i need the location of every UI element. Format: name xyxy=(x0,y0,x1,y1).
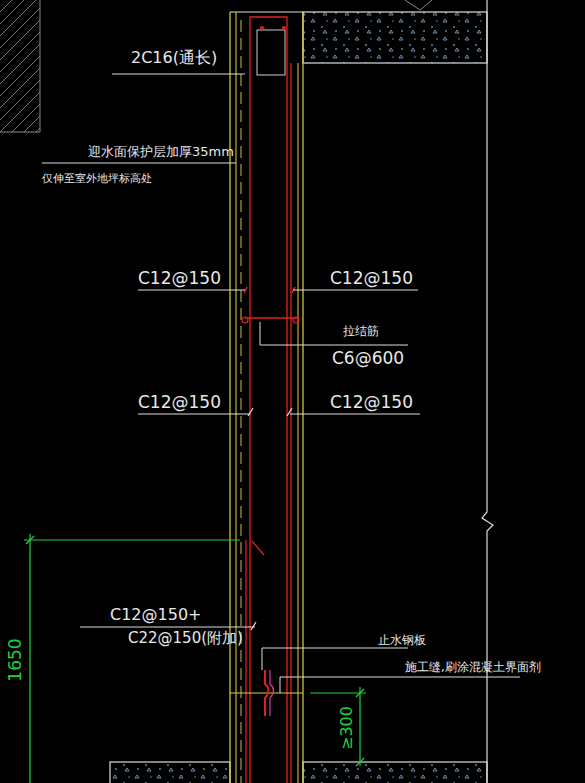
top-bar xyxy=(282,26,286,30)
rebar xyxy=(250,17,287,783)
dimension-text: 1650 xyxy=(7,636,24,683)
hatch-region xyxy=(0,0,40,132)
slab xyxy=(303,12,487,63)
leader-lines xyxy=(42,74,520,693)
annotation: 2C16(通长) xyxy=(131,50,217,66)
annotation: 仅伸至室外地坪标高处 xyxy=(42,173,152,184)
tie-bar-hook xyxy=(242,317,248,323)
annotation: C12@150+ xyxy=(110,607,201,623)
wall-face xyxy=(298,63,299,783)
top-bar xyxy=(260,26,264,30)
slab-edge xyxy=(230,11,303,12)
annotation: C12@150 xyxy=(138,394,221,411)
rebar-end xyxy=(252,541,264,555)
dimension-lines xyxy=(24,534,366,783)
dimension-text: ≥300 xyxy=(339,704,355,752)
top-bar-outline xyxy=(257,30,285,75)
annotation: 止水钢板 xyxy=(378,634,426,646)
bar-tick xyxy=(248,408,253,416)
annotation: C12@150 xyxy=(330,394,413,411)
bar-tick xyxy=(287,408,292,416)
waterstop-plate xyxy=(270,670,274,716)
protection-layer xyxy=(236,12,237,783)
annotation: C12@150 xyxy=(330,270,413,287)
outline xyxy=(405,0,432,10)
wall-face xyxy=(302,12,303,783)
annotation: 拉结筋 xyxy=(343,325,379,337)
annotation: 施工缝,刷涂混凝土界面剂 xyxy=(405,661,541,673)
cover-line xyxy=(241,20,242,783)
construction-joint xyxy=(230,692,303,693)
annotation: C6@600 xyxy=(332,350,404,367)
tie-bar xyxy=(245,317,297,318)
bar-tick xyxy=(251,622,256,630)
added-rebar xyxy=(245,540,246,783)
annotation: C22@150(附加) xyxy=(128,631,243,646)
base-slab xyxy=(303,762,487,783)
waterstop-plate xyxy=(265,670,269,716)
annotation: C12@150 xyxy=(138,270,221,287)
outline xyxy=(0,0,40,132)
annotation: 迎水面保护层加厚35mm xyxy=(88,145,234,158)
base-slab xyxy=(110,762,230,783)
wall-face xyxy=(229,12,230,783)
rebar xyxy=(290,63,291,783)
tie-bar-hook xyxy=(293,317,299,323)
